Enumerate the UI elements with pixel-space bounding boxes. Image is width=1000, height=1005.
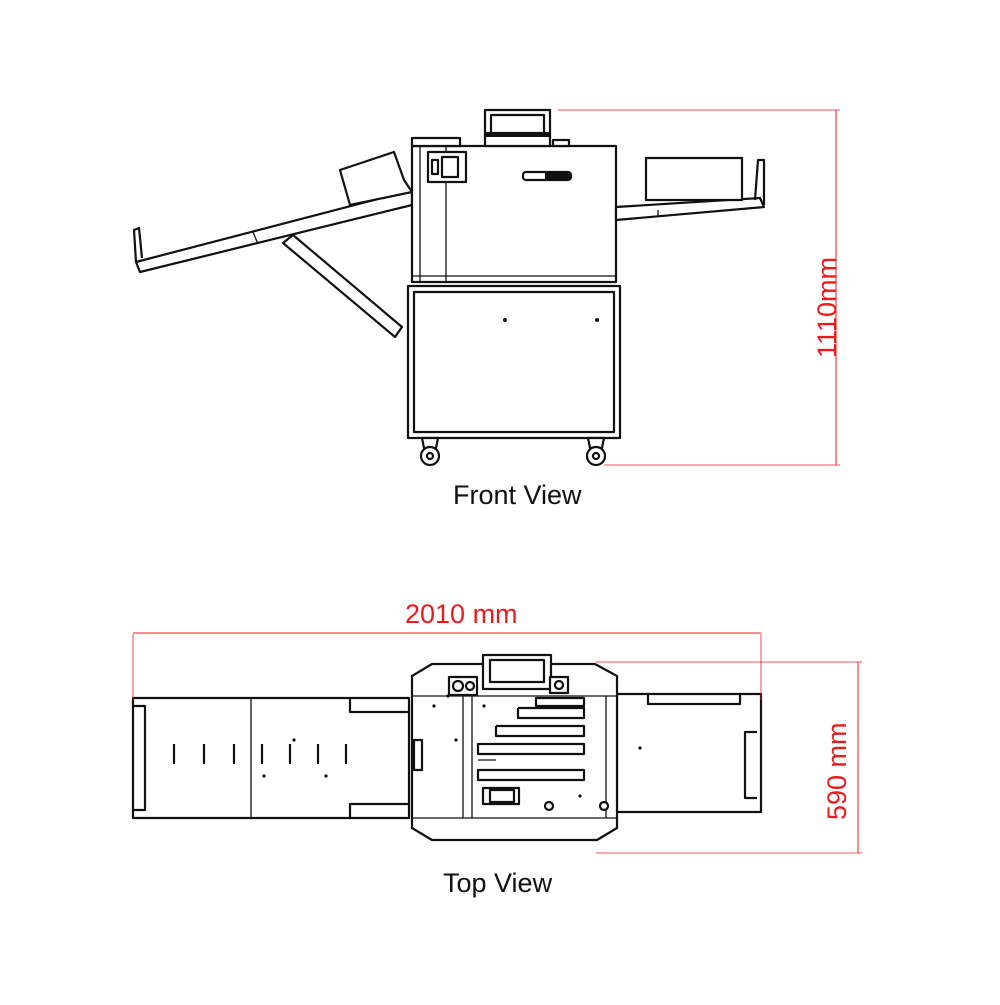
front-view-machine: [132, 108, 766, 467]
height-dimension-lines: [558, 109, 840, 466]
casters: [419, 436, 607, 467]
top-view-caption: Top View: [443, 868, 553, 898]
width-dimension-label: 2010 mm: [405, 599, 518, 629]
depth-dimension-lines: [596, 661, 862, 854]
top-left-tray: [131, 696, 411, 820]
width-dimension-lines: [132, 632, 762, 700]
front-view-caption: Front View: [453, 480, 582, 510]
depth-dimension-label: 590 mm: [822, 722, 852, 820]
front-control-panel: [483, 108, 552, 148]
top-right-tray: [615, 692, 763, 814]
lower-cabinet: [406, 284, 622, 440]
top-main-body: [410, 662, 619, 842]
top-control-panel: [447, 653, 570, 697]
left-tray-strut: [281, 233, 404, 339]
right-output-tray: [614, 156, 766, 222]
left-feed-tray: [132, 150, 414, 274]
height-dimension-label: 1110mm: [812, 256, 842, 358]
top-view-machine: [131, 653, 763, 842]
main-body-upper: [410, 136, 618, 284]
